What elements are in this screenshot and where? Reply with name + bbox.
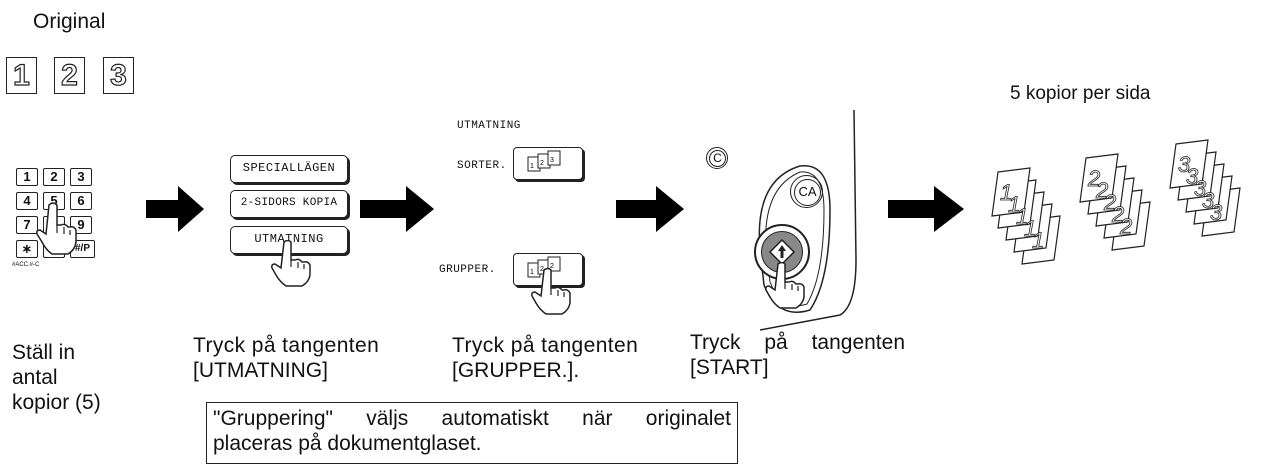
step4-caption-line: [START]	[690, 356, 769, 379]
svg-text:2: 2	[1087, 166, 1100, 191]
special-modes-button[interactable]: SPECIALLÄGEN	[230, 155, 348, 183]
svg-text:3: 3	[550, 157, 554, 164]
svg-text:3: 3	[1178, 152, 1191, 177]
clear-all-key-label: CA	[794, 179, 821, 206]
hand-pointer-icon	[765, 262, 805, 309]
svg-text:2: 2	[1095, 178, 1108, 203]
svg-text:1: 1	[1016, 204, 1028, 229]
sort-label: SORTER.	[457, 160, 507, 172]
original-page-1: 1	[6, 57, 37, 94]
original-page-3: 3	[103, 57, 134, 94]
step1-caption-line: Ställ in	[12, 341, 76, 364]
step1-caption-line: antal	[12, 366, 58, 389]
svg-text:1: 1	[1008, 192, 1020, 217]
sort-output-icon: 1 2 3	[527, 150, 561, 172]
page-title: Original	[33, 10, 106, 33]
group-label: GRUPPER.	[439, 264, 496, 276]
svg-text:1: 1	[530, 269, 534, 276]
svg-text:1: 1	[530, 163, 534, 170]
key-4[interactable]: 4	[16, 192, 38, 210]
key-1[interactable]: 1	[16, 168, 38, 186]
key-7[interactable]: 7	[16, 216, 38, 234]
step1-caption: Ställ in antal kopior (5)	[12, 340, 101, 415]
original-page-2: 2	[54, 57, 85, 94]
svg-text:2: 2	[540, 266, 544, 273]
step3-caption-line: Tryck på tangenten	[452, 334, 639, 357]
output-heading: UTMATNING	[457, 120, 521, 132]
step3-caption-line: [GRUPPER.].	[452, 359, 580, 382]
key-star[interactable]: ∗	[16, 240, 38, 258]
svg-text:2: 2	[550, 263, 554, 270]
key-3[interactable]: 3	[70, 168, 92, 186]
step4-caption: Tryck på tangenten [START]	[690, 330, 930, 380]
step2-caption-line: Tryck på tangenten	[193, 334, 380, 357]
key-6[interactable]: 6	[70, 192, 92, 210]
svg-text:1: 1	[1000, 180, 1012, 205]
svg-text:3: 3	[1210, 200, 1223, 225]
step2-caption-line: [UTMATNING]	[193, 359, 328, 382]
svg-text:1: 1	[1024, 216, 1036, 241]
arrow-right-icon	[146, 186, 204, 232]
arrow-right-icon	[616, 186, 684, 232]
svg-text:2: 2	[1103, 190, 1116, 215]
note-line-1: "Gruppering" väljs automatiskt när origi…	[213, 407, 731, 430]
clear-key-label: C	[709, 150, 726, 167]
svg-text:1: 1	[1032, 228, 1044, 253]
svg-text:2: 2	[1119, 214, 1132, 239]
arrow-right-icon	[360, 186, 434, 232]
svg-text:2: 2	[1111, 202, 1124, 227]
arrow-right-icon	[888, 186, 964, 232]
hand-pointer-icon	[36, 202, 77, 255]
note-box: "Gruppering" väljs automatiskt när origi…	[206, 402, 738, 464]
svg-text:2: 2	[540, 160, 544, 167]
clear-key[interactable]: C	[706, 147, 728, 169]
duplex-copy-button[interactable]: 2-SIDORS KOPIA	[230, 190, 348, 218]
result-label: 5 kopior per sida	[1010, 83, 1151, 104]
step2-caption: Tryck på tangenten [UTMATNING]	[193, 333, 379, 383]
svg-text:3: 3	[1186, 164, 1199, 189]
svg-text:3: 3	[1202, 188, 1215, 213]
hand-pointer-icon	[271, 240, 311, 287]
step4-caption-line: Tryck på tangenten	[690, 331, 905, 354]
step3-caption: Tryck på tangenten [GRUPPER.].	[452, 333, 638, 383]
sort-button[interactable]: 1 2 3	[513, 147, 583, 180]
key-2[interactable]: 2	[43, 168, 65, 186]
step1-caption-line: kopior (5)	[12, 391, 101, 414]
clear-all-key[interactable]: CA	[790, 175, 823, 208]
svg-text:3: 3	[1194, 176, 1207, 201]
hand-pointer-icon	[531, 268, 571, 315]
numeric-keypad: 1 2 3 4 5 6 7 8 9 ∗ 0 #/P #ACC.#-C	[12, 168, 146, 288]
keypad-sub-label: #ACC.#-C	[12, 262, 40, 268]
note-line-2: placeras på dokumentglaset.	[213, 432, 482, 455]
